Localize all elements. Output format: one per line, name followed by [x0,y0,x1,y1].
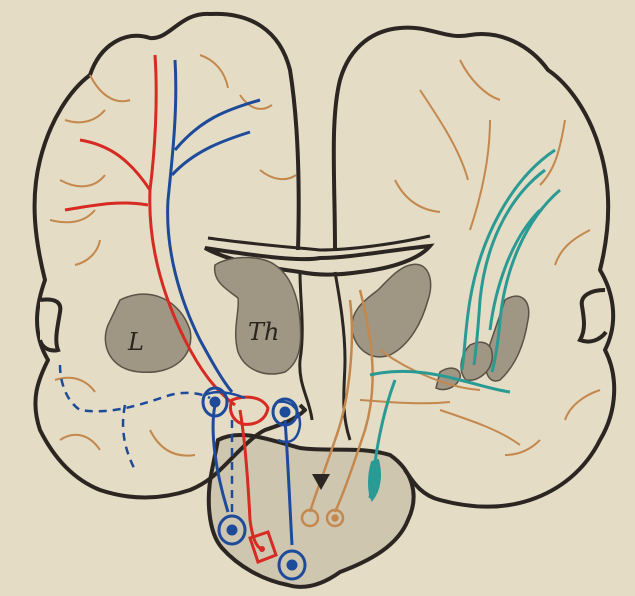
lenticular-label: L [127,328,144,356]
red-brainstem-dot [259,546,265,552]
thalamus-label: Th [248,318,279,346]
left-sylvian-notch [40,300,60,351]
right-sylvian-notch [580,290,606,342]
